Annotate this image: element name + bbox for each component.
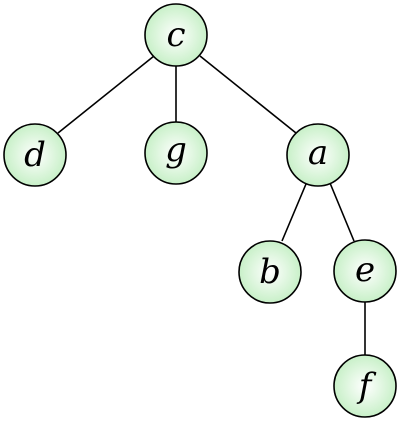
node-f: f — [333, 354, 397, 418]
node-b-label: b — [259, 252, 281, 292]
node-c-label: c — [166, 15, 185, 55]
node-a: a — [286, 123, 350, 187]
edge-a-b — [281, 183, 307, 242]
edge-c-d — [57, 55, 155, 134]
edge-c-a — [199, 55, 297, 134]
node-d: d — [3, 123, 67, 187]
node-a-label: a — [308, 133, 328, 173]
node-f-circle — [333, 354, 397, 418]
node-b: b — [238, 240, 302, 304]
node-d-label: d — [24, 135, 46, 175]
node-c-circle — [144, 3, 208, 67]
node-g-label: g — [165, 130, 187, 170]
edge-a-e — [329, 182, 355, 242]
node-g-circle — [144, 121, 208, 185]
node-a-circle — [286, 123, 350, 187]
node-b-circle — [238, 240, 302, 304]
node-d-circle — [3, 123, 67, 187]
edges-group — [57, 55, 366, 355]
node-e-circle — [333, 239, 397, 303]
node-g: g — [144, 121, 208, 185]
node-e-label: e — [355, 250, 375, 290]
node-c: c — [144, 3, 208, 67]
node-e: e — [333, 239, 397, 303]
